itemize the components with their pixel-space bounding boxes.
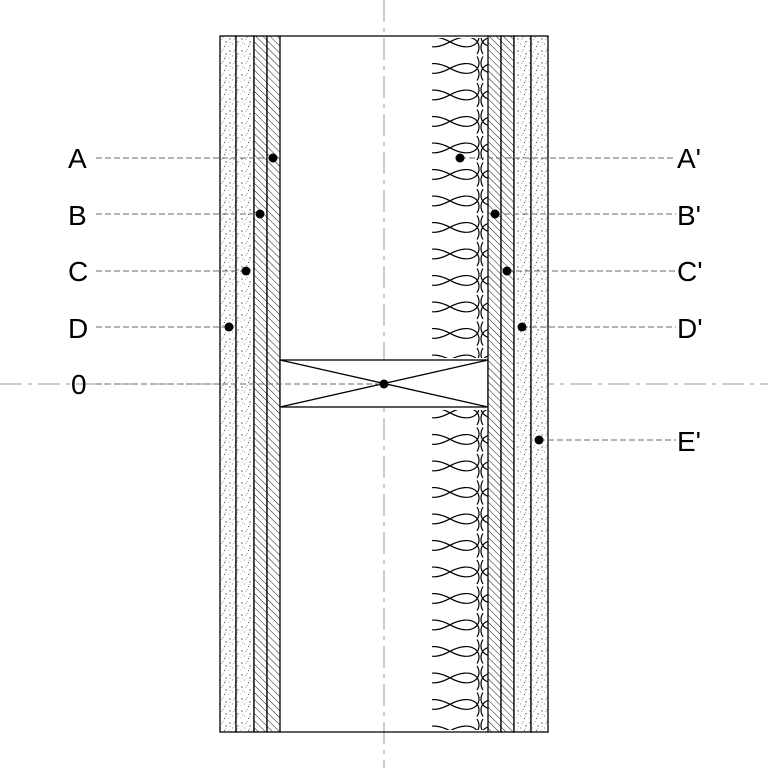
point-b: [255, 209, 265, 219]
point-a-prime: [455, 153, 465, 163]
label-b: B: [68, 200, 87, 231]
leader-lines: [96, 157, 676, 441]
point-c-prime: [502, 266, 512, 276]
left-labels: A B C D 0: [68, 143, 88, 400]
insulation: [432, 38, 488, 730]
label-d: D: [68, 313, 88, 344]
right-board-inner: [487, 35, 502, 733]
label-a-prime: A': [677, 143, 701, 174]
cavity: [280, 35, 488, 733]
point-b-prime: [490, 209, 500, 219]
label-0: 0: [71, 369, 87, 400]
point-d-prime: [517, 322, 527, 332]
insulation-lower: [432, 410, 488, 730]
label-e-prime: E': [677, 426, 701, 457]
label-b-prime: B': [677, 200, 701, 231]
right-labels: A' B' C' D' E': [677, 143, 703, 457]
label-c: C: [68, 256, 88, 287]
label-c-prime: C': [677, 256, 703, 287]
label-d-prime: D': [677, 313, 703, 344]
point-c: [241, 266, 251, 276]
measurement-points: [224, 153, 544, 445]
right-board-outer: [500, 35, 515, 733]
point-0: [379, 379, 389, 389]
point-e-prime: [534, 435, 544, 445]
right-concrete-inner: [513, 35, 532, 733]
point-d: [224, 322, 234, 332]
right-concrete-outer: [530, 35, 549, 733]
right-wall: [487, 35, 549, 733]
insulation-upper: [432, 38, 488, 358]
point-a: [268, 153, 278, 163]
label-a: A: [68, 143, 87, 174]
